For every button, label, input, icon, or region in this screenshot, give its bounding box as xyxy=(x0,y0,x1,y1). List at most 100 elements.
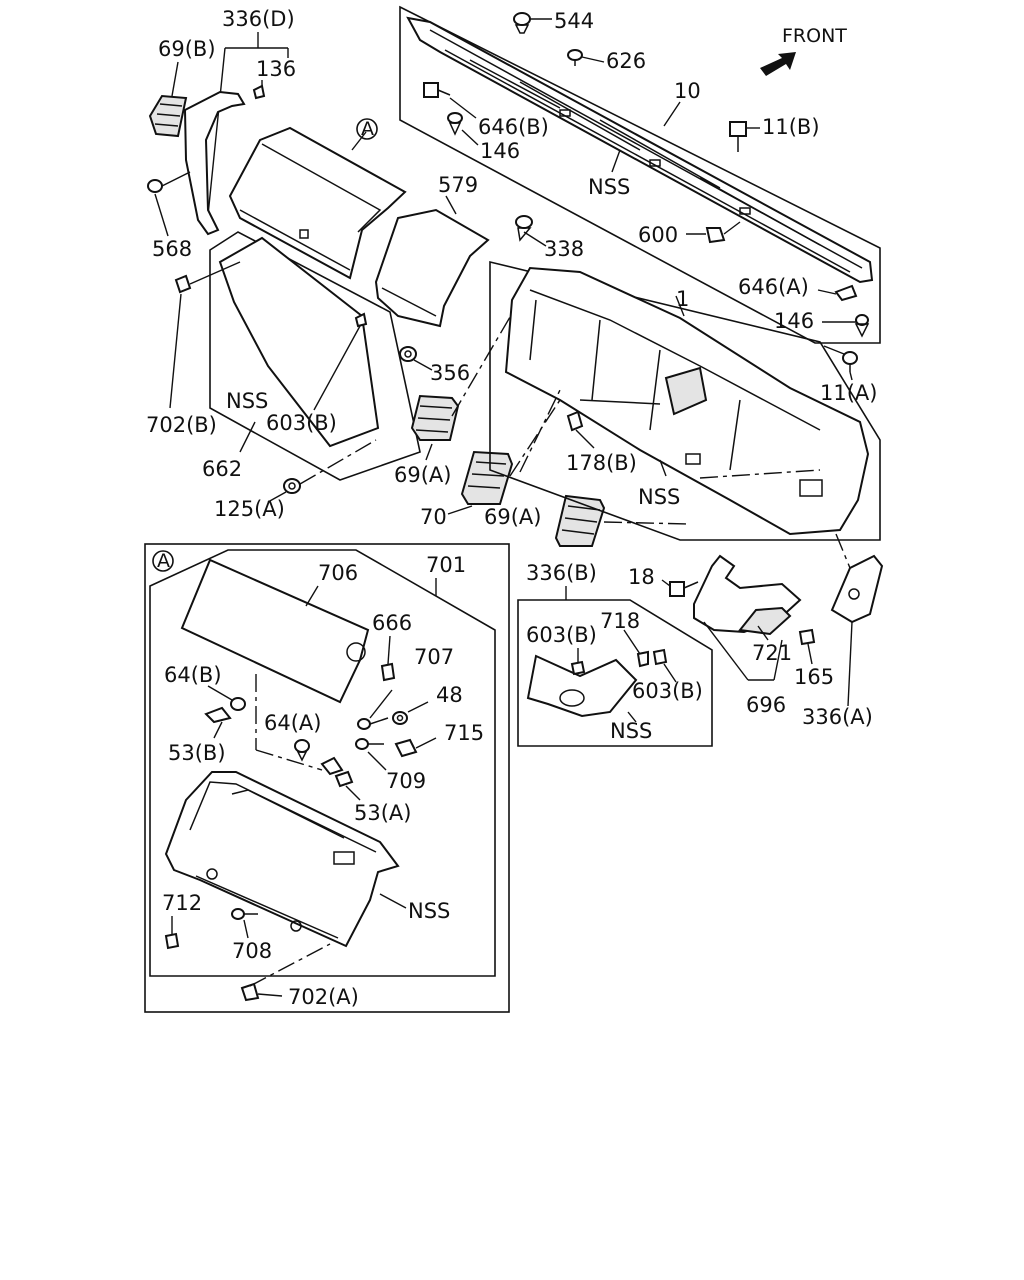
side-cover-336A xyxy=(830,554,884,624)
label-callout-A: A xyxy=(361,118,374,140)
label-709: 709 xyxy=(386,769,426,793)
label-146b: 146 xyxy=(774,309,814,333)
nut-702A xyxy=(240,982,260,1002)
label-nss3: NSS xyxy=(638,485,680,509)
vent-69B xyxy=(148,94,188,138)
label-146a: 146 xyxy=(480,139,520,163)
clip-712 xyxy=(164,932,180,950)
screw-64B xyxy=(230,697,246,711)
bolt-18 xyxy=(669,581,699,597)
label-1: 1 xyxy=(676,287,689,311)
group-box-336B xyxy=(517,599,713,747)
label-696: 696 xyxy=(746,693,786,717)
vent-70 xyxy=(460,450,514,505)
clip-178B xyxy=(566,410,584,432)
label-579: 579 xyxy=(438,173,478,197)
hinge-53B xyxy=(204,706,232,724)
label-11B: 11(B) xyxy=(762,115,820,139)
detail-A-callout-circle xyxy=(152,550,174,572)
label-53B: 53(B) xyxy=(168,741,226,765)
label-662: 662 xyxy=(202,457,242,481)
detail-A-inner-box xyxy=(149,549,496,977)
label-702B: 702(B) xyxy=(146,413,217,437)
glove-box-body xyxy=(164,771,400,948)
nut-48 xyxy=(392,711,408,725)
clip-603B-c xyxy=(652,648,668,666)
callout-A-circle xyxy=(356,118,378,140)
clip-338 xyxy=(515,215,533,242)
label-708: 708 xyxy=(232,939,272,963)
label-125A: 125(A) xyxy=(214,497,285,521)
label-detail-A: A xyxy=(157,550,170,572)
label-53A: 53(A) xyxy=(354,801,411,825)
vent-69A-a xyxy=(410,394,460,441)
front-arrow-icon xyxy=(760,52,796,76)
label-nss5: NSS xyxy=(408,899,450,923)
screw-568 xyxy=(147,171,191,193)
screw-626 xyxy=(567,49,583,66)
group-box-662 xyxy=(209,231,421,481)
label-603B-b: 603(B) xyxy=(526,623,597,647)
label-646A: 646(A) xyxy=(738,275,809,299)
label-69A-a: 69(A) xyxy=(394,463,451,487)
screw-64A xyxy=(294,739,310,762)
bolt-707 xyxy=(357,717,389,730)
label-544: 544 xyxy=(554,9,594,33)
label-64A: 64(A) xyxy=(264,711,321,735)
label-646B: 646(B) xyxy=(478,115,549,139)
screw-646B xyxy=(423,82,451,98)
label-626: 626 xyxy=(606,49,646,73)
upper-panel-10 xyxy=(406,16,874,284)
label-715: 715 xyxy=(444,721,484,745)
label-64B: 64(B) xyxy=(164,663,222,687)
label-18: 18 xyxy=(628,565,655,589)
label-336D: 336(D) xyxy=(222,7,295,31)
label-front: FRONT xyxy=(782,25,847,47)
detail-A-outer-box xyxy=(144,543,510,1013)
label-702A: 702(A) xyxy=(288,985,359,1009)
label-48: 48 xyxy=(436,683,463,707)
label-136: 136 xyxy=(256,57,296,81)
clip-646A xyxy=(834,284,858,302)
clip-666 xyxy=(380,662,396,682)
screw-708 xyxy=(231,908,258,920)
label-336A: 336(A) xyxy=(802,705,873,729)
side-trim-left xyxy=(183,90,246,236)
glove-box-lid-706 xyxy=(180,558,370,704)
bracket-336D xyxy=(206,32,289,226)
label-11A: 11(A) xyxy=(820,381,877,405)
clip-146a xyxy=(447,112,463,136)
label-nss1: NSS xyxy=(588,175,630,199)
label-178B: 178(B) xyxy=(566,451,637,475)
clip-603B-b xyxy=(570,660,586,676)
label-712: 712 xyxy=(162,891,202,915)
bolt-11B xyxy=(729,121,747,152)
label-nss2: NSS xyxy=(226,389,268,413)
screw-146b xyxy=(854,314,870,338)
hinge-53A xyxy=(320,756,354,788)
clip-600 xyxy=(705,227,726,244)
label-165: 165 xyxy=(794,665,834,689)
bolt-709 xyxy=(355,738,384,750)
nut-702B xyxy=(174,274,192,294)
label-666: 666 xyxy=(372,611,412,635)
label-701: 701 xyxy=(426,553,466,577)
label-568: 568 xyxy=(152,237,192,261)
label-721: 721 xyxy=(752,641,792,665)
label-603B-a: 603(B) xyxy=(266,411,337,435)
panel-662 xyxy=(218,236,380,448)
label-70: 70 xyxy=(420,505,447,529)
label-603B-c: 603(B) xyxy=(632,679,703,703)
clip-125A xyxy=(283,478,301,494)
clip-136 xyxy=(252,84,266,100)
bolt-11A xyxy=(842,351,858,372)
latch-715 xyxy=(394,738,418,758)
vent-69A-b xyxy=(554,494,606,547)
label-707: 707 xyxy=(414,645,454,669)
label-nss4: NSS xyxy=(610,719,652,743)
label-69B: 69(B) xyxy=(158,37,216,61)
label-69A-b: 69(A) xyxy=(484,505,541,529)
clip-544 xyxy=(513,12,531,34)
label-10: 10 xyxy=(674,79,701,103)
